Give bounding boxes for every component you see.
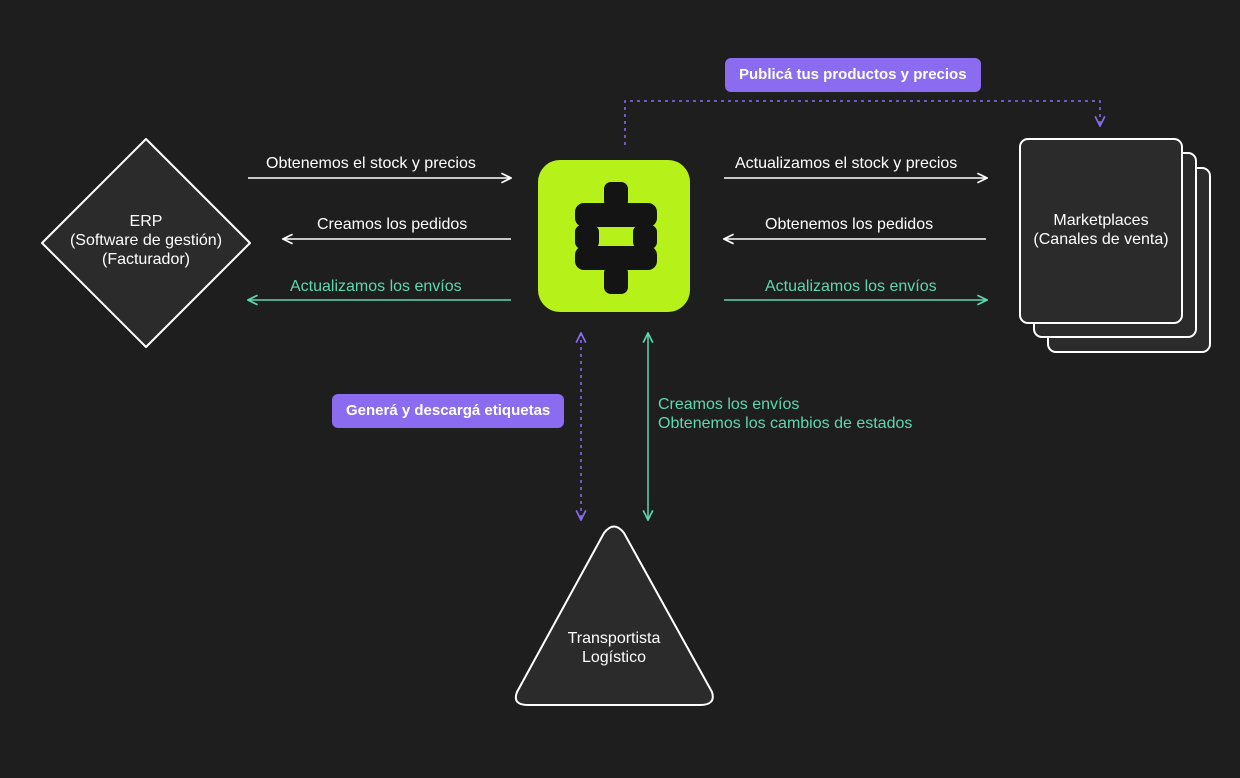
carrier-title: Transportista [567, 630, 661, 647]
label-hub-to-mkt-shipments: Actualizamos los envíos [765, 278, 937, 295]
label-hub-to-erp-orders: Creamos los pedidos [317, 216, 468, 233]
erp-subtitle: (Software de gestión) [69, 232, 223, 249]
marketplaces-title: Marketplaces [1053, 212, 1149, 229]
erp-node-label: ERP (Software de gestión) (Facturador) [46, 212, 246, 269]
label-carrier-create: Creamos los envíos [658, 396, 800, 413]
hub-node [538, 160, 690, 312]
marketplaces-node-label: Marketplaces (Canales de venta) [1020, 211, 1182, 249]
hub-logo-icon [575, 182, 657, 294]
publish-pill: Publicá tus productos y precios [725, 58, 981, 92]
label-erp-to-hub: Obtenemos el stock y precios [266, 155, 476, 172]
label-hub-to-mkt-stock: Actualizamos el stock y precios [735, 155, 958, 172]
erp-title: ERP [129, 213, 163, 230]
marketplaces-node-shape [1019, 138, 1211, 353]
marketplaces-subtitle: (Canales de venta) [1033, 231, 1169, 248]
erp-node-shape [41, 138, 251, 348]
label-hub-to-erp-shipments: Actualizamos los envíos [290, 278, 462, 295]
carrier-subtitle: Logístico [581, 649, 647, 666]
label-carrier-status: Obtenemos los cambios de estados [658, 415, 913, 432]
carrier-node-label: Transportista Logístico [534, 629, 694, 667]
labels-pill: Generá y descargá etiquetas [332, 394, 565, 428]
label-mkt-to-hub-orders: Obtenemos los pedidos [765, 216, 934, 233]
erp-subtitle-2: (Facturador) [101, 251, 191, 268]
arrow-publish-dotted [624, 100, 1100, 145]
carrier-node-shape [514, 525, 714, 706]
